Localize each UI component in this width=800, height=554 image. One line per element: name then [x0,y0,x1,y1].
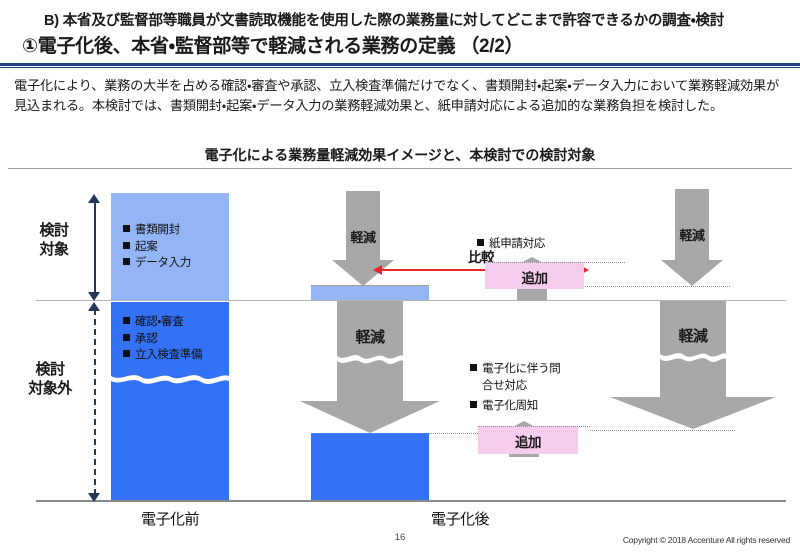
bullet-square-icon [123,241,130,249]
header-rule-thin [0,67,800,68]
x-label-after: 電子化後 [430,511,490,528]
arrowhead-down-icon [88,493,100,502]
leader-right-lower [590,430,735,431]
scope-label-out-line2: 対象外 [28,380,72,397]
reduce-arrow-lower-right: 軽減 [610,301,776,429]
scope-label-out: 検討 対象外 [14,360,86,398]
chart-title: 電子化による業務量軽減効果イメージと、本検討での検討対象 [204,147,596,163]
arrowhead-down-icon [300,401,440,433]
bullet-square-icon [470,401,477,408]
addition-lower-items: 電子化に伴う問合せ対応 電子化周知 [470,361,600,415]
page-title: ①電子化後、本省・監督部等で軽減される業務の定義 （2/2） [22,36,524,57]
list-item: データ入力 [123,255,191,272]
arrowhead-up-icon [88,194,100,203]
leader-addition-lower [478,426,590,427]
section-label: B) 本省及び監督部等職員が文書読取機能を使用した際の業務量に対してどこまで許容… [44,13,725,29]
arrowhead-down-icon [332,260,394,286]
list-item-label-cont: 合せ対応 [482,379,527,392]
reduce-arrow-label: 軽減 [355,329,385,346]
arrowhead-up-icon [88,302,100,311]
bar-tear-break [111,375,229,389]
reduce-arrow-lower-mid: 軽減 [300,301,440,433]
list-item: 電子化に伴う問合せ対応 [470,361,600,394]
leader-addition-upper [485,262,625,263]
list-item-label: 電子化周知 [482,400,538,412]
scope-label-in-line1: 検討 [39,222,69,239]
list-item: 電子化周知 [470,398,600,415]
chart-title-rule [8,168,792,169]
reduce-arrow-label: 軽減 [350,230,376,245]
list-item: 紙申請対応 [477,236,545,253]
page-number: 16 [394,532,406,543]
bullet-square-icon [123,258,130,265]
measure-shaft [94,309,96,495]
list-item-label: データ入力 [135,257,191,269]
bullet-square-icon [123,317,130,324]
list-item: 承認 [123,331,202,348]
lead-paragraph: 電子化により、業務の大半を占める確認・審査や承認、立入検査準備だけでなく、書類開… [14,78,779,113]
scope-measure-in [88,194,101,301]
reduce-arrow-upper-right: 軽減 [661,189,723,286]
copyright-notice: Copyright © 2018 Accenture All rights re… [622,535,790,545]
scope-label-in-line2: 対象 [39,241,69,258]
bullet-square-icon [123,333,130,341]
addition-upper-box: 追加 [485,262,584,289]
bar-after-in-scope [311,285,429,300]
comparison-label: 比較 [468,250,495,265]
arrow-shaft [346,191,380,261]
arrowhead-down-icon [661,260,723,286]
arrow-tear-break [660,353,726,367]
bar-before-out-scope: 確認・審査 承認 立入検査準備 [111,302,229,500]
comparison-arrow: 比較 [373,250,589,275]
bar-before-in-scope-items: 書類開封 起案 データ入力 [123,222,191,272]
arrow-shaft [337,301,403,402]
arrow-shaft [675,189,709,261]
measure-shaft [94,201,96,294]
arrowhead-left-icon [373,265,382,275]
list-item: 立入検査準備 [123,347,203,364]
x-label-before: 電子化前 [140,511,200,528]
addition-upper-label: 追加 [521,271,549,286]
header-rule [0,63,800,66]
chart-area: 電子化による業務量軽減効果イメージと、本検討での検討対象 検討 対象 検討 対象… [0,145,800,528]
arrowhead-down-icon [88,292,100,301]
list-item-label: 確認・審査 [135,316,184,328]
list-item: 起案 [123,239,191,256]
bar-before-in-scope: 書類開封 起案 データ入力 [111,193,229,300]
arrowhead-right-icon [580,265,589,275]
bullet-square-icon [477,239,484,246]
scope-label-in: 検討 対象 [22,221,86,259]
list-item-label: 起案 [135,240,158,253]
list-item-label: 電子化に伴う問 [482,363,561,375]
bar-before-out-scope-items: 確認・審査 承認 立入検査準備 [123,314,203,364]
chart-midline [36,300,786,301]
addition-lower-label: 追加 [515,435,542,450]
leader-after-in-scope [311,285,429,286]
list-item: 書類開封 [123,222,191,239]
addition-upper-items: 紙申請対応 [477,236,545,253]
list-item: 確認・審査 [123,314,202,331]
bullet-square-icon [123,350,130,357]
bar-after-out-scope [311,433,429,500]
reduce-arrow-label: 軽減 [678,328,708,345]
leader-right-upper [585,286,730,287]
arrowhead-down-icon [610,397,776,429]
reduce-arrow-upper-mid: 軽減 [332,191,394,286]
list-item-label: 紙申請対応 [489,238,545,250]
list-item-label: 書類開封 [135,224,180,236]
bullet-square-icon [123,225,130,232]
addition-lower-box: 追加 [478,426,578,454]
list-item-label: 立入検査準備 [135,349,203,361]
leader-after-out-scope [311,433,530,434]
reduce-arrow-label: 軽減 [679,228,705,243]
scope-measure-out [88,302,101,502]
list-item-label: 承認 [135,332,158,345]
arrow-shaft [660,301,726,398]
scope-label-out-line1: 検討 [35,361,65,378]
bullet-square-icon [470,364,477,371]
arrow-tear-break [337,355,403,369]
chart-baseline [36,500,786,502]
comparison-line [381,269,581,271]
